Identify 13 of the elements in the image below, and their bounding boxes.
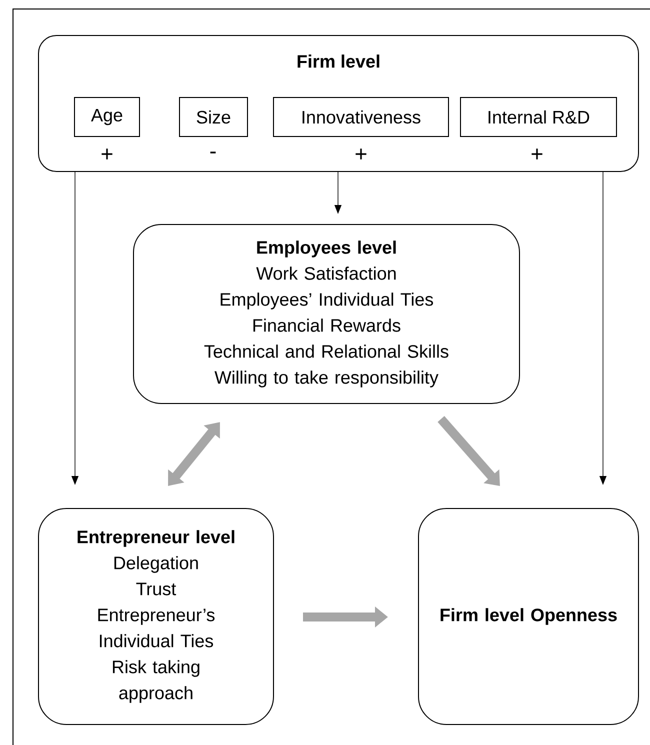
factor-box: Size bbox=[179, 97, 248, 137]
sign-label: + bbox=[102, 148, 112, 160]
level-box: Employees level Work Satisfaction Employees’ Individual Ties Financial Rewards Technical and Relational Skills Willing to take responsibility bbox=[133, 224, 520, 404]
sign-label: + bbox=[532, 148, 542, 160]
sign-label: + bbox=[356, 148, 366, 160]
double-arrow bbox=[168, 422, 220, 486]
factor-box: Innovativeness bbox=[273, 97, 449, 137]
arrow bbox=[438, 416, 500, 486]
factor-box: Internal R&D bbox=[460, 97, 617, 137]
level-box: Entrepreneur level Delegation Trust Entrepreneur’s Individual Ties Risk taking approach bbox=[38, 508, 274, 725]
factor-box: Age bbox=[74, 97, 140, 137]
sign-label: - bbox=[210, 152, 216, 154]
outcome-box: Firm level Openness bbox=[418, 508, 639, 725]
